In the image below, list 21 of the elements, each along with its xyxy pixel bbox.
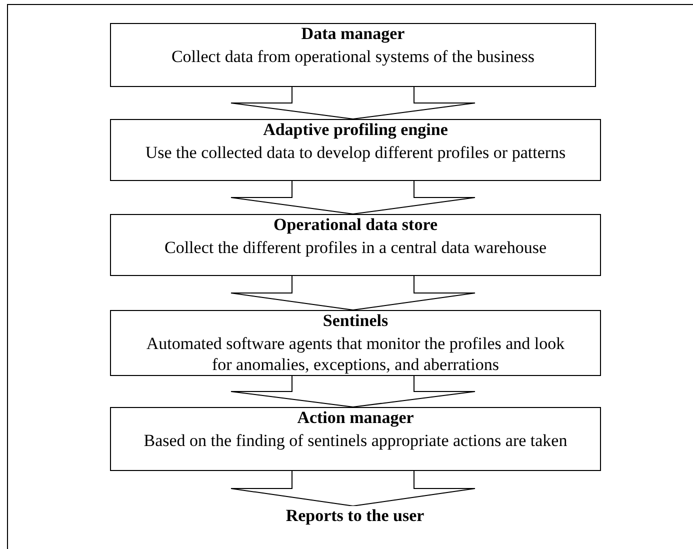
box-heading: Reports to the user bbox=[286, 506, 424, 526]
box-heading: Adaptive profiling engine bbox=[263, 120, 448, 140]
box-heading: Action manager bbox=[297, 408, 414, 428]
process-box bbox=[110, 119, 601, 181]
box-heading: Sentinels bbox=[322, 311, 388, 331]
box-description: Use the collected data to develop different profiles or patterns bbox=[145, 142, 566, 163]
process-box bbox=[110, 407, 601, 471]
box-description: Collect data from operational systems of the business bbox=[171, 46, 535, 67]
block-arrow bbox=[230, 86, 476, 120]
box-heading: Data manager bbox=[301, 24, 405, 44]
box-description: Collect the different profiles in a central data warehouse bbox=[164, 237, 547, 258]
box-description: Automated software agents that monitor the profiles and look for anomalies, exceptions, and aberrations bbox=[145, 333, 566, 375]
block-arrow bbox=[230, 276, 476, 310]
process-box bbox=[110, 310, 601, 376]
box-description: Based on the finding of sentinels appropriate actions are taken bbox=[144, 430, 568, 451]
process-box bbox=[110, 23, 596, 87]
block-arrow bbox=[230, 376, 476, 408]
box-heading: Operational data store bbox=[273, 215, 438, 235]
block-arrow bbox=[230, 180, 476, 214]
process-box bbox=[110, 214, 601, 276]
block-arrow bbox=[230, 470, 476, 506]
